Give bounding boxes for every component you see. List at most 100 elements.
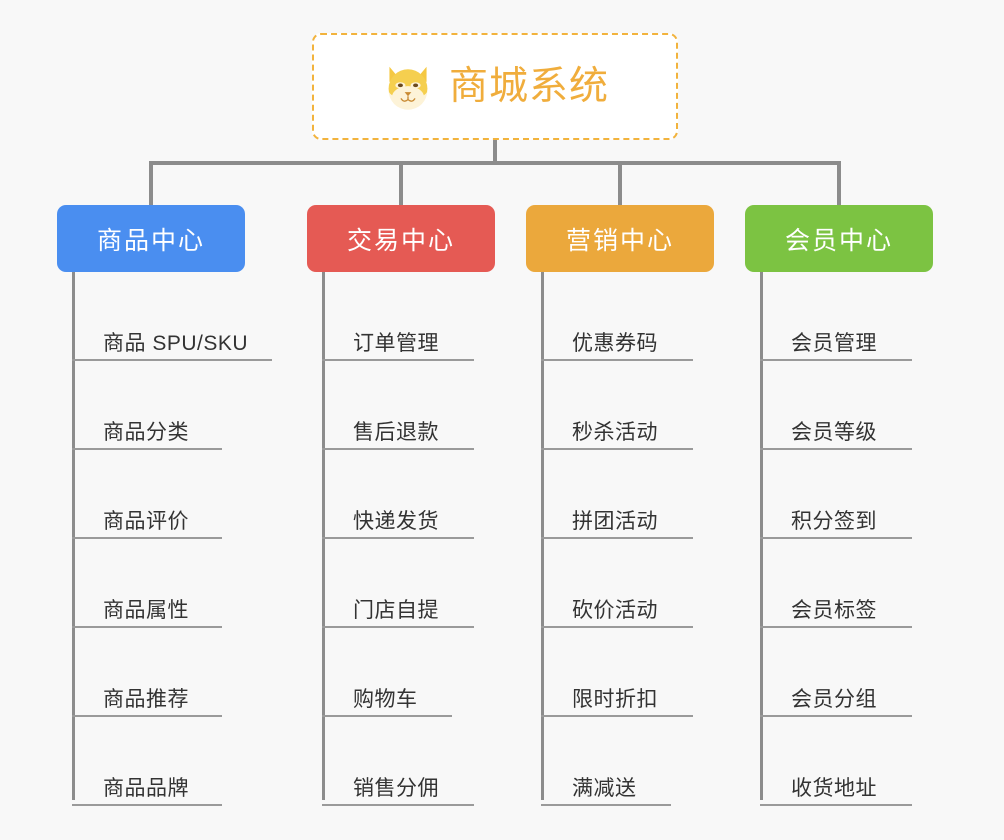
leaf-item[interactable]: 售后退款 [322, 361, 495, 450]
leaf-underline [760, 804, 912, 806]
category-rail [322, 272, 325, 800]
category-column-product-center: 商品中心 商品 SPU/SKU 商品分类 商品评价 商品属性 商品推荐 [57, 205, 272, 806]
category-header-product-center[interactable]: 商品中心 [57, 205, 245, 272]
leaf-label: 优惠券码 [572, 331, 658, 355]
leaf-item[interactable]: 秒杀活动 [541, 361, 714, 450]
leaf-label: 商品分类 [103, 420, 189, 444]
leaf-underline [322, 626, 474, 628]
category-header-trade-center[interactable]: 交易中心 [307, 205, 495, 272]
leaf-label: 订单管理 [353, 331, 439, 355]
leaf-item[interactable]: 商品评价 [72, 450, 245, 539]
leaf-item[interactable]: 订单管理 [322, 272, 495, 361]
connector-drop-trade-center [399, 161, 403, 205]
leaf-underline [322, 448, 474, 450]
leaf-item[interactable]: 商品分类 [72, 361, 245, 450]
leaf-label: 积分签到 [791, 509, 877, 533]
leaf-item[interactable]: 商品品牌 [72, 717, 245, 806]
leaf-label: 秒杀活动 [572, 420, 658, 444]
leaf-underline [541, 626, 693, 628]
connector-horizontal-bus [149, 161, 841, 165]
category-header-label: 会员中心 [784, 226, 893, 255]
leaf-item[interactable]: 门店自提 [322, 539, 495, 628]
leaf-label: 商品属性 [103, 598, 189, 622]
category-column-trade-center: 交易中心 订单管理 售后退款 快递发货 门店自提 购物车 [307, 205, 495, 806]
connector-drop-member-center [837, 161, 841, 205]
leaf-list-marketing-center: 优惠券码 秒杀活动 拼团活动 砍价活动 限时折扣 满减送 [541, 272, 714, 806]
leaf-underline [322, 359, 474, 361]
leaf-item[interactable]: 会员标签 [760, 539, 933, 628]
leaf-item[interactable]: 会员等级 [760, 361, 933, 450]
leaf-underline [760, 359, 912, 361]
leaf-underline [322, 537, 474, 539]
category-header-marketing-center[interactable]: 营销中心 [526, 205, 714, 272]
leaf-underline [541, 715, 693, 717]
leaf-underline [72, 715, 222, 717]
leaf-label: 购物车 [353, 687, 418, 711]
category-header-label: 商品中心 [96, 226, 205, 255]
leaf-label: 砍价活动 [572, 598, 658, 622]
leaf-underline [322, 715, 452, 717]
leaf-list-trade-center: 订单管理 售后退款 快递发货 门店自提 购物车 销售分佣 [322, 272, 495, 806]
leaf-item[interactable]: 销售分佣 [322, 717, 495, 806]
leaf-label: 商品 SPU/SKU [103, 331, 249, 355]
leaf-underline [541, 448, 693, 450]
leaf-item[interactable]: 优惠券码 [541, 272, 714, 361]
leaf-label: 拼团活动 [572, 509, 658, 533]
leaf-label: 限时折扣 [572, 687, 658, 711]
category-header-label: 交易中心 [346, 226, 455, 255]
leaf-label: 商品推荐 [103, 687, 189, 711]
connector-drop-marketing-center [618, 161, 622, 205]
leaf-underline [541, 359, 693, 361]
leaf-underline [72, 804, 222, 806]
leaf-underline [541, 804, 671, 806]
leaf-item[interactable]: 商品推荐 [72, 628, 245, 717]
category-rail [760, 272, 763, 800]
leaf-underline [72, 359, 272, 361]
leaf-label: 满减送 [572, 776, 637, 800]
leaf-list-member-center: 会员管理 会员等级 积分签到 会员标签 会员分组 收货地址 [760, 272, 933, 806]
leaf-underline [72, 448, 222, 450]
leaf-item[interactable]: 购物车 [322, 628, 495, 717]
category-column-marketing-center: 营销中心 优惠券码 秒杀活动 拼团活动 砍价活动 限时折扣 [526, 205, 714, 806]
leaf-list-product-center: 商品 SPU/SKU 商品分类 商品评价 商品属性 商品推荐 商品品牌 [72, 272, 272, 806]
leaf-label: 商品评价 [103, 509, 189, 533]
leaf-label: 快递发货 [353, 509, 439, 533]
connector-root-stem [493, 140, 497, 163]
leaf-item[interactable]: 商品 SPU/SKU [72, 272, 272, 361]
category-rail [72, 272, 75, 800]
leaf-item[interactable]: 砍价活动 [541, 539, 714, 628]
leaf-underline [72, 537, 222, 539]
leaf-item[interactable]: 商品属性 [72, 539, 245, 628]
category-header-label: 营销中心 [565, 226, 674, 255]
leaf-underline [760, 626, 912, 628]
shiba-dog-face-icon [388, 66, 428, 110]
leaf-underline [322, 804, 474, 806]
leaf-item[interactable]: 快递发货 [322, 450, 495, 539]
leaf-item[interactable]: 收货地址 [760, 717, 933, 806]
leaf-underline [760, 448, 912, 450]
leaf-label: 售后退款 [353, 420, 439, 444]
leaf-item[interactable]: 满减送 [541, 717, 714, 806]
leaf-underline [760, 715, 912, 717]
leaf-underline [760, 537, 912, 539]
leaf-label: 会员分组 [791, 687, 877, 711]
leaf-item[interactable]: 会员管理 [760, 272, 933, 361]
leaf-item[interactable]: 拼团活动 [541, 450, 714, 539]
leaf-underline [541, 537, 693, 539]
leaf-label: 商品品牌 [103, 776, 189, 800]
leaf-label: 收货地址 [791, 776, 877, 800]
category-rail [541, 272, 544, 800]
leaf-label: 会员标签 [791, 598, 877, 622]
root-node-mall-system[interactable]: 商城系统 [312, 33, 678, 140]
category-column-member-center: 会员中心 会员管理 会员等级 积分签到 会员标签 会员分组 [745, 205, 933, 806]
root-title: 商城系统 [448, 65, 609, 108]
connector-drop-product-center [149, 161, 153, 205]
leaf-label: 门店自提 [353, 598, 439, 622]
leaf-item[interactable]: 积分签到 [760, 450, 933, 539]
leaf-label: 会员等级 [791, 420, 877, 444]
leaf-item[interactable]: 限时折扣 [541, 628, 714, 717]
leaf-item[interactable]: 会员分组 [760, 628, 933, 717]
leaf-label: 销售分佣 [353, 776, 439, 800]
category-header-member-center[interactable]: 会员中心 [745, 205, 933, 272]
